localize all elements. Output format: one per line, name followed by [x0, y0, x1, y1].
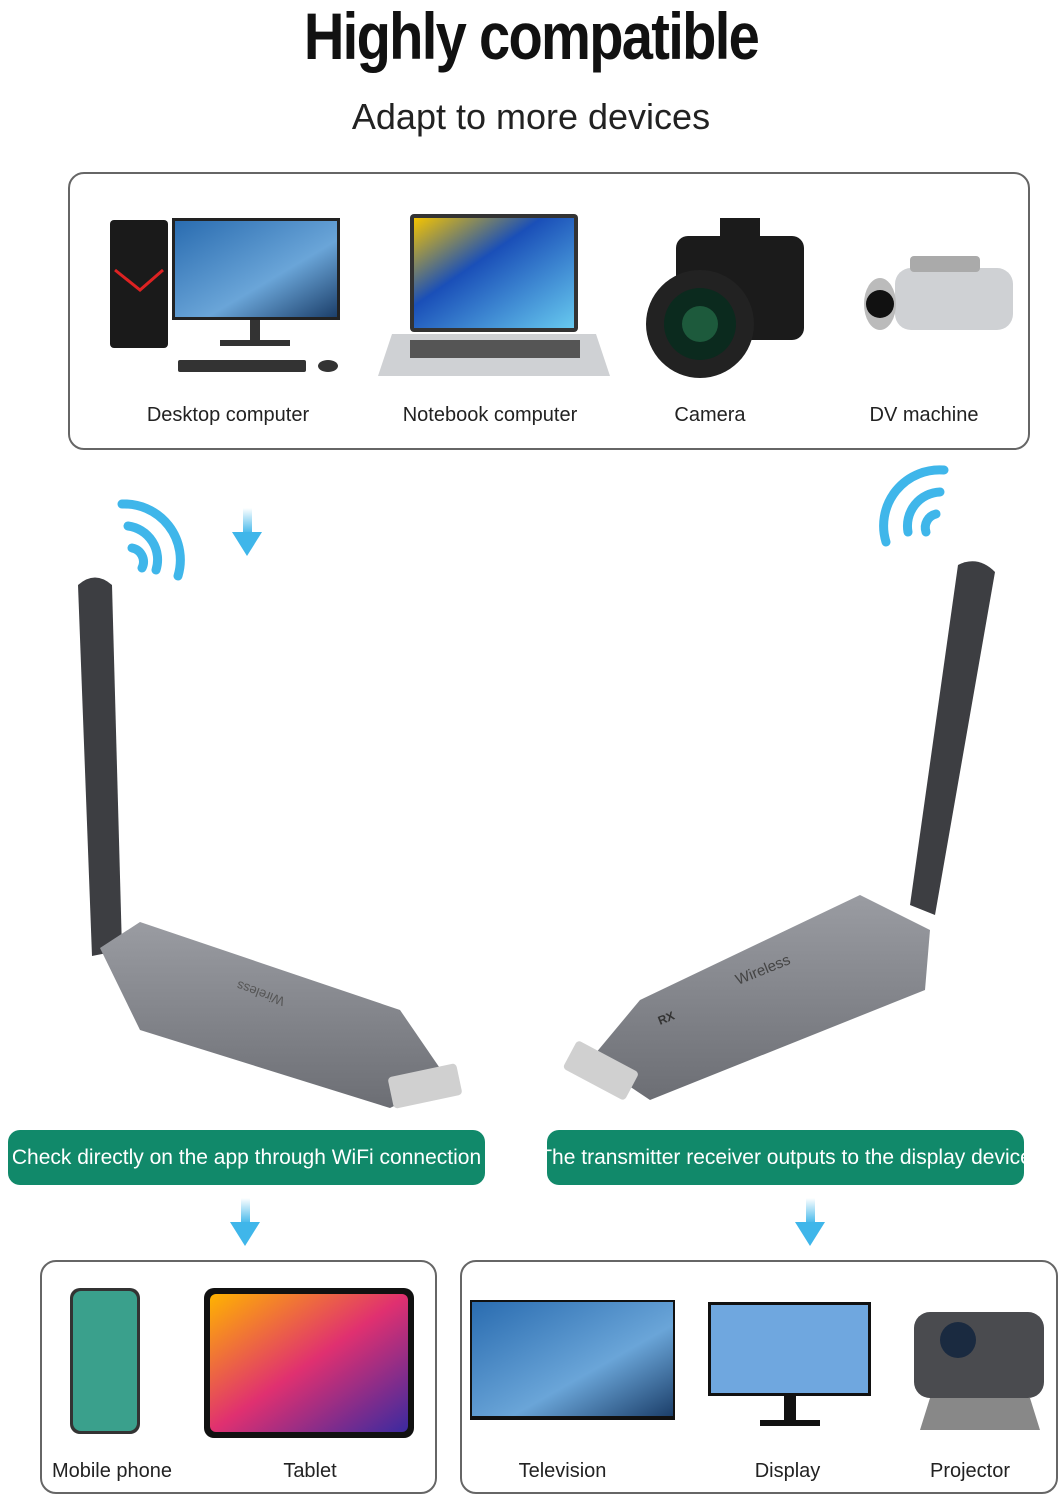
receiver-dongle: Wireless RX [563, 561, 995, 1100]
arrow-down-icon [232, 508, 262, 556]
transmitter-dongle: Wireless [78, 577, 462, 1109]
receiver-label: The transmitter receiver outputs to the … [539, 1130, 1032, 1185]
transmitter-label: Check directly on the app through WiFi c… [8, 1130, 485, 1185]
tv-icon [470, 1300, 675, 1420]
arrow-down-icon [795, 1198, 825, 1246]
device-label: Notebook computer [402, 404, 578, 426]
device-label: Projector [929, 1460, 1011, 1482]
desktop-computer-icon [110, 218, 340, 372]
arrow-down-icon [230, 1198, 260, 1246]
rx-badge: RX [656, 1009, 677, 1028]
projector-icon [914, 1312, 1044, 1430]
device-label: DV machine [869, 404, 979, 426]
wifi-signal-icon [879, 465, 949, 547]
page-title: Highly compatible [303, 0, 760, 73]
tablet-icon [204, 1288, 414, 1438]
mobile-outputs-panel [40, 1260, 437, 1494]
device-label: Tablet [283, 1460, 337, 1482]
monitor-icon [708, 1302, 871, 1426]
camera-icon [646, 218, 804, 378]
camcorder-icon [864, 256, 1013, 330]
device-label: Display [754, 1460, 821, 1482]
laptop-icon [378, 214, 610, 376]
display-outputs-panel [460, 1260, 1058, 1494]
phone-icon [70, 1288, 140, 1434]
device-label: Mobile phone [51, 1460, 173, 1482]
page-subtitle: Adapt to more devices [351, 96, 711, 137]
device-label: Camera [674, 404, 746, 426]
device-label: Desktop computer [146, 404, 310, 426]
wifi-signal-icon [117, 499, 185, 581]
device-label: Television [518, 1460, 607, 1482]
